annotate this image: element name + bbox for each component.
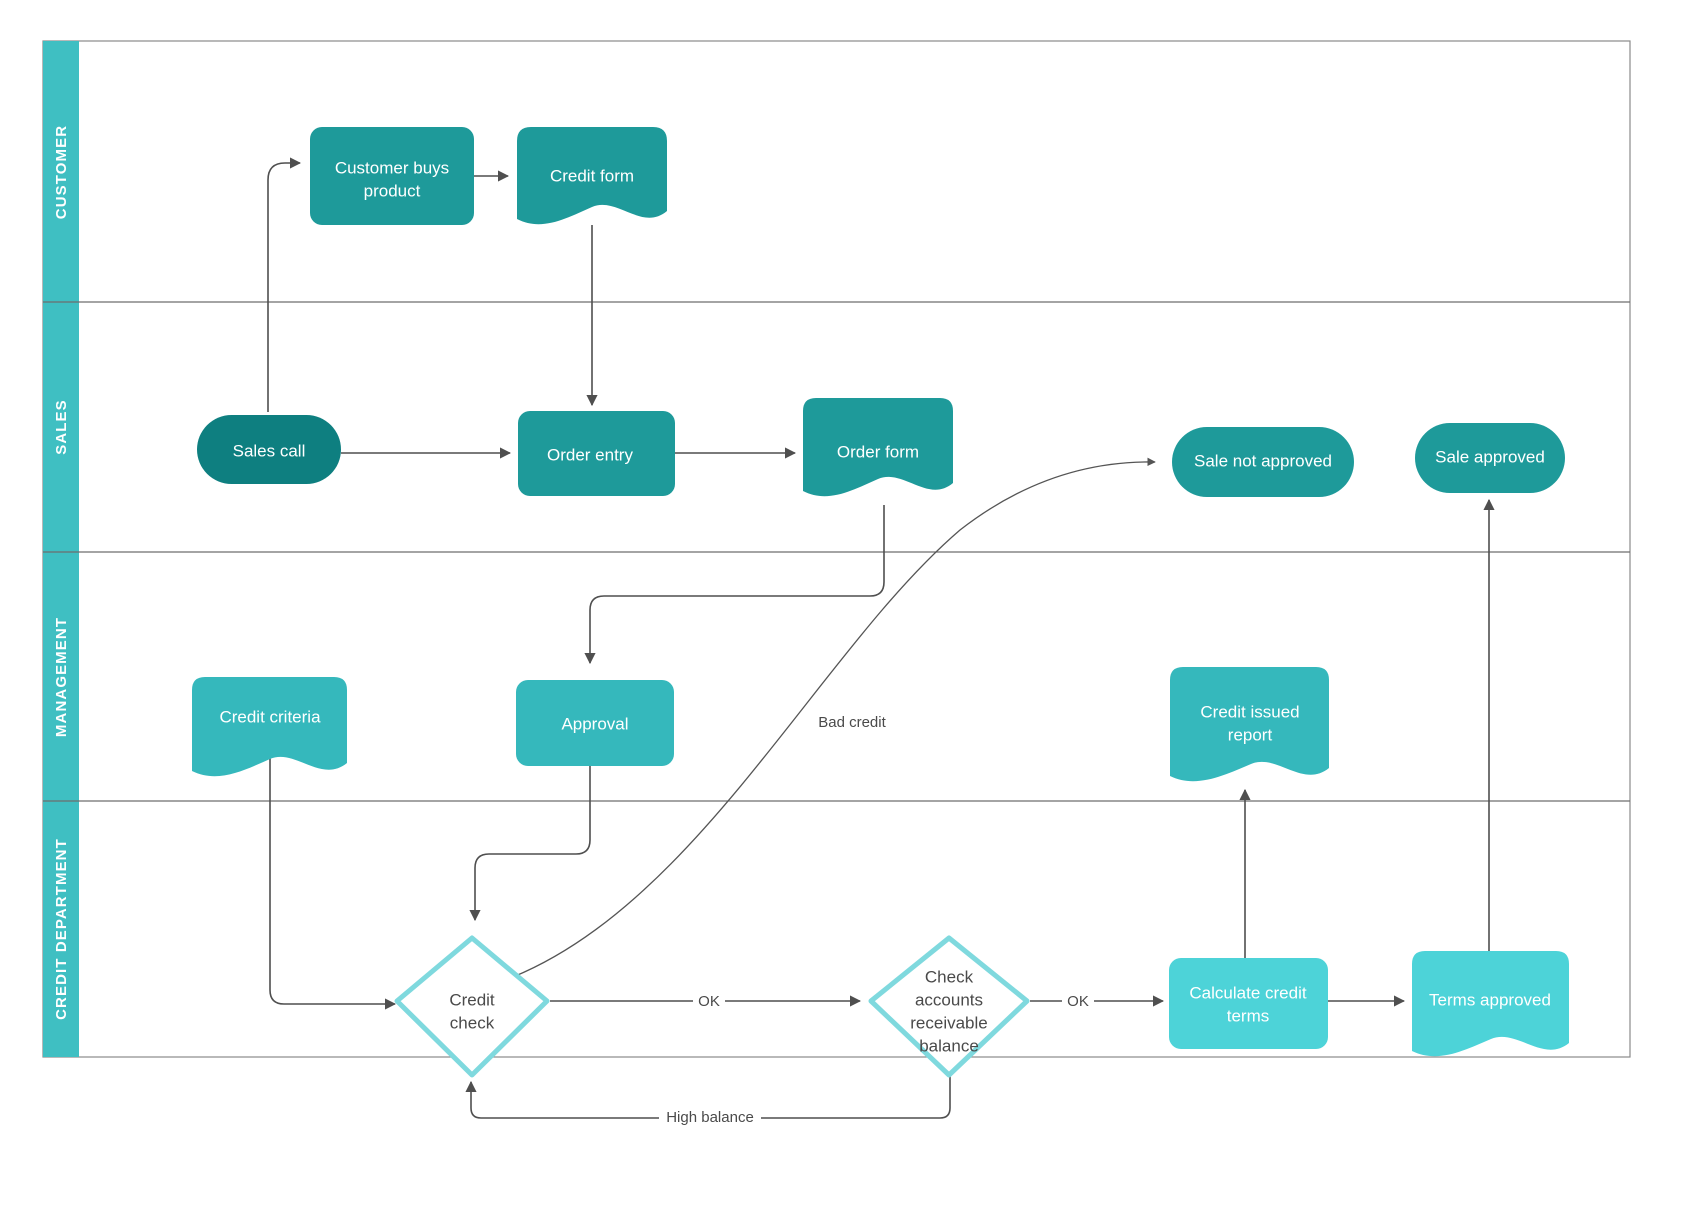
node-credit-issued-report[interactable]: Credit issued report xyxy=(1170,667,1329,782)
connector-sales-call-to-customer-buys xyxy=(267,157,302,412)
node-credit-criteria[interactable]: Credit criteria xyxy=(192,677,347,777)
node-customer-buys-product[interactable]: Customer buys product xyxy=(310,127,474,225)
node-label-credit-form: Credit form xyxy=(550,166,634,185)
node-label-sale-not-approved: Sale not approved xyxy=(1194,451,1332,470)
edge-label-bad-credit-text: Bad credit xyxy=(818,714,886,731)
node-sale-approved[interactable]: Sale approved xyxy=(1415,423,1565,493)
edge-label-ok-1-text: OK xyxy=(698,993,720,1010)
edge-label-ok-2-text: OK xyxy=(1067,993,1089,1010)
node-label-order-form: Order form xyxy=(837,442,919,461)
lane-label-sales: SALES xyxy=(53,399,70,455)
node-approval[interactable]: Approval xyxy=(516,680,674,766)
connector-credit-check-bad-credit-to-sale-not-approved xyxy=(512,457,1156,978)
node-label-check-accounts-line4: balance xyxy=(919,1036,979,1055)
edge-label-bad-credit: Bad credit xyxy=(812,712,892,732)
pool-outline xyxy=(42,40,1631,1058)
node-label-check-accounts-line2: accounts xyxy=(915,990,983,1009)
node-label-credit-check-line1: Credit xyxy=(449,990,495,1009)
node-label-order-entry: Order entry xyxy=(547,445,633,464)
node-label-terms-approved: Terms approved xyxy=(1429,990,1551,1009)
node-label-sale-approved: Sale approved xyxy=(1435,447,1545,466)
node-label-customer-buys-product-line2: product xyxy=(364,181,421,200)
lane-label-management: MANAGEMENT xyxy=(53,617,70,737)
node-label-credit-issued-report-line2: report xyxy=(1228,725,1273,744)
lane-header-customer xyxy=(43,41,79,302)
connector-approval-to-credit-check xyxy=(469,766,591,922)
lane-header-credit xyxy=(43,801,79,1057)
node-label-approval: Approval xyxy=(561,714,628,733)
node-terms-approved[interactable]: Terms approved xyxy=(1412,951,1569,1057)
connector-order-form-to-approval xyxy=(584,505,885,665)
node-label-calculate-credit-terms-line1: Calculate credit xyxy=(1189,983,1306,1002)
edge-label-high-balance: High balance xyxy=(659,1108,761,1128)
node-calculate-credit-terms[interactable]: Calculate credit terms xyxy=(1169,958,1328,1049)
node-check-accounts-receivable-balance[interactable]: Check accounts receivable balance xyxy=(868,935,1030,1078)
node-order-entry[interactable]: Order entry xyxy=(518,411,675,496)
node-credit-form[interactable]: Credit form xyxy=(517,127,667,225)
lane-header-sales xyxy=(43,302,79,552)
edge-label-ok-2: OK xyxy=(1062,992,1094,1011)
node-label-customer-buys-product-line1: Customer buys xyxy=(335,158,449,177)
node-label-credit-issued-report-line1: Credit issued xyxy=(1200,702,1299,721)
node-sale-not-approved[interactable]: Sale not approved xyxy=(1172,427,1354,497)
edge-label-ok-1: OK xyxy=(693,992,725,1011)
node-label-sales-call: Sales call xyxy=(233,441,306,460)
edge-labels: Bad credit OK OK High balance xyxy=(659,712,1094,1128)
node-sales-call[interactable]: Sales call xyxy=(197,415,341,484)
node-order-form[interactable]: Order form xyxy=(803,398,953,497)
lane-label-customer: CUSTOMER xyxy=(53,125,70,219)
connector-credit-criteria-to-credit-check xyxy=(269,720,397,1010)
node-label-credit-criteria: Credit criteria xyxy=(219,707,321,726)
node-label-calculate-credit-terms-line2: terms xyxy=(1227,1006,1270,1025)
swimlane-pool: CUSTOMER SALES MANAGEMENT CREDIT DEPARTM… xyxy=(42,40,1631,1058)
node-credit-check[interactable]: Credit check xyxy=(394,935,550,1078)
node-label-credit-check-line2: check xyxy=(450,1013,495,1032)
node-label-check-accounts-line3: receivable xyxy=(910,1013,988,1032)
lane-header-management xyxy=(43,552,79,801)
edge-label-high-balance-text: High balance xyxy=(666,1109,754,1126)
node-label-check-accounts-line1: Check xyxy=(925,967,974,986)
lane-label-credit-department: CREDIT DEPARTMENT xyxy=(53,838,70,1020)
